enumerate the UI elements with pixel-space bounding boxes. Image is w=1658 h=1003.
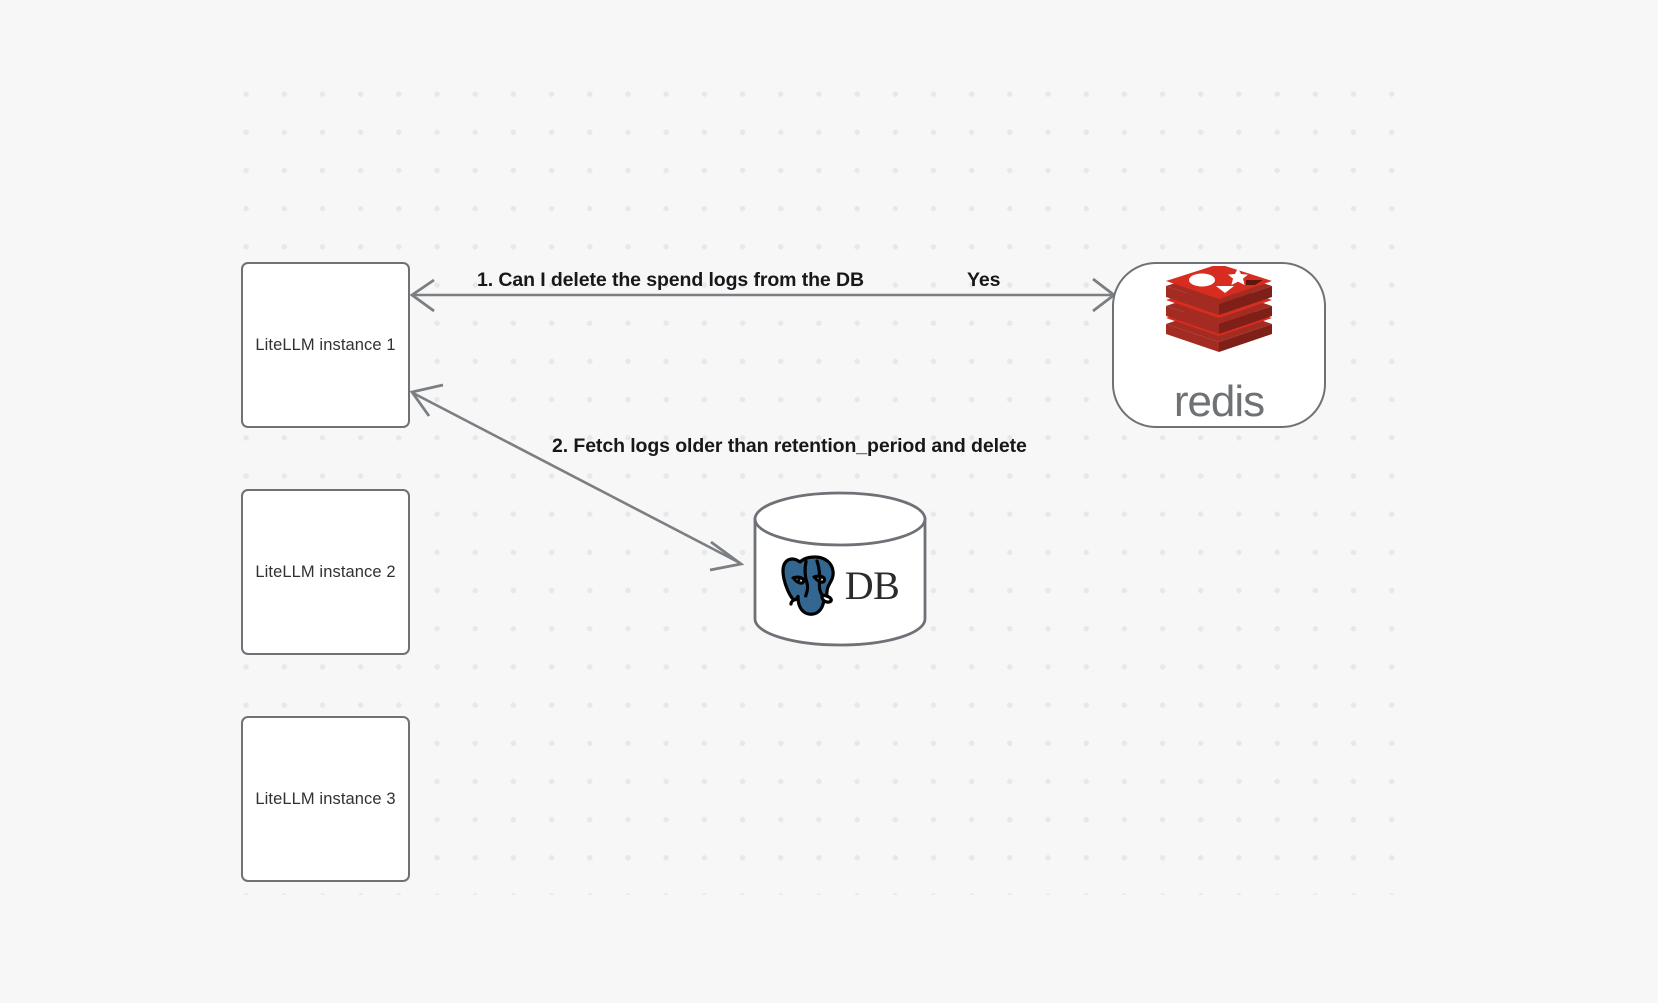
arrowhead-right bbox=[1092, 277, 1117, 313]
node-litellm-instance-3[interactable]: LiteLLM instance 3 bbox=[241, 716, 410, 882]
edge-label-request: 1. Can I delete the spend logs from the … bbox=[477, 269, 864, 291]
arrowhead-upleft bbox=[409, 383, 444, 417]
edge-litellm1-db bbox=[409, 383, 745, 572]
node-litellm-instance-2[interactable]: LiteLLM instance 2 bbox=[241, 489, 410, 655]
redis-logo-icon bbox=[1166, 266, 1272, 352]
edge-label-reply: Yes bbox=[967, 269, 1001, 291]
edge-label-fetch-delete: 2. Fetch logs older than retention_perio… bbox=[552, 435, 1027, 457]
arrowhead-left bbox=[409, 278, 435, 313]
node-redis[interactable]: redis bbox=[1112, 262, 1326, 428]
node-db[interactable]: DB bbox=[753, 489, 925, 649]
node-litellm-instance-1[interactable]: LiteLLM instance 1 bbox=[241, 262, 410, 428]
node-label: LiteLLM instance 1 bbox=[255, 335, 396, 354]
node-label: LiteLLM instance 3 bbox=[255, 789, 396, 808]
node-label: LiteLLM instance 2 bbox=[255, 562, 396, 581]
arrowhead-downright bbox=[709, 540, 745, 572]
db-label: DB bbox=[844, 563, 900, 608]
redis-wordmark: redis bbox=[1173, 377, 1265, 426]
postgresql-elephant-icon bbox=[781, 555, 835, 616]
